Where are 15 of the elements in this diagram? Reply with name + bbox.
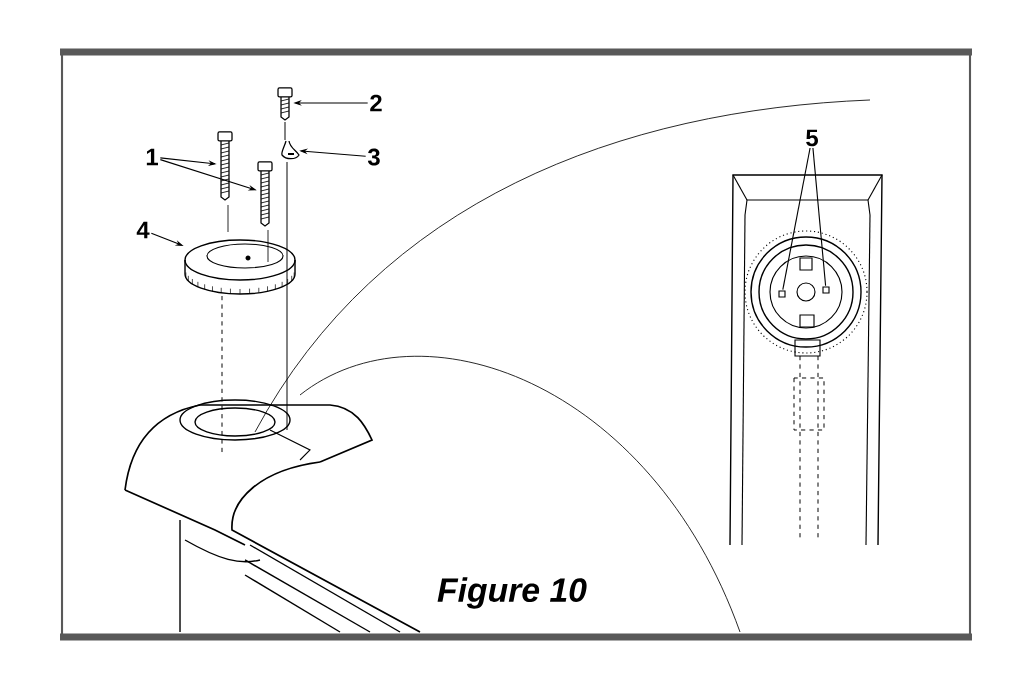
hole	[778, 290, 786, 298]
callout-number: 1	[146, 148, 158, 166]
leader-line	[812, 147, 827, 287]
callout-number: 2	[370, 94, 382, 112]
callout-number: 5	[806, 129, 818, 147]
callout-number: 3	[367, 148, 380, 166]
clip	[281, 140, 300, 160]
screw	[217, 131, 233, 201]
hole	[822, 286, 830, 294]
callout-number: 4	[136, 221, 150, 239]
screw	[277, 87, 293, 121]
leader-line	[782, 147, 811, 291]
screw	[257, 161, 273, 227]
figure-caption: Figure 10	[437, 577, 587, 609]
dial	[184, 239, 296, 295]
